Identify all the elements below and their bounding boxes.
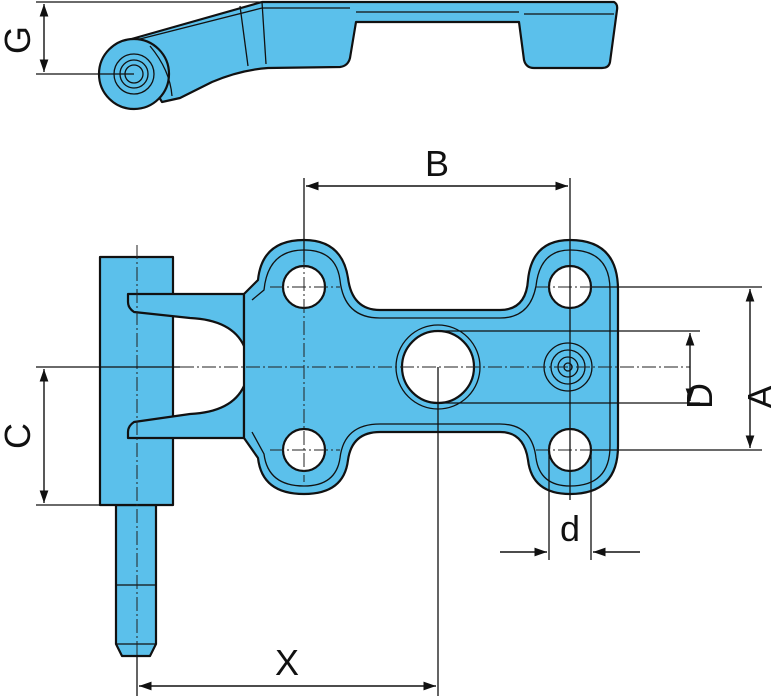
dimension-A: A <box>592 286 771 451</box>
side-view <box>97 0 619 111</box>
dimension-B: B <box>303 143 571 500</box>
label-G: G <box>0 26 38 54</box>
front-view <box>98 238 620 658</box>
label-d: d <box>560 508 580 549</box>
side-view-edge-line <box>149 45 173 97</box>
fork-arm-lower <box>126 384 246 440</box>
label-C: C <box>0 423 38 449</box>
dimension-d: d <box>500 450 640 560</box>
side-view-arm <box>126 0 619 104</box>
center-lines <box>136 245 690 665</box>
plate-edge-line <box>251 249 611 487</box>
label-A: A <box>740 385 771 409</box>
label-X: X <box>275 642 299 683</box>
fork-arm-upper <box>126 292 246 348</box>
dimension-G: G <box>0 1 262 75</box>
label-D: D <box>679 383 720 409</box>
label-B: B <box>425 143 449 184</box>
dimension-X: X <box>136 367 439 696</box>
side-view-edge-line <box>261 1 267 65</box>
pin <box>114 503 158 658</box>
dimension-D: D <box>438 330 720 409</box>
dimension-C: C <box>0 366 180 506</box>
side-view-edge-line <box>239 5 249 67</box>
